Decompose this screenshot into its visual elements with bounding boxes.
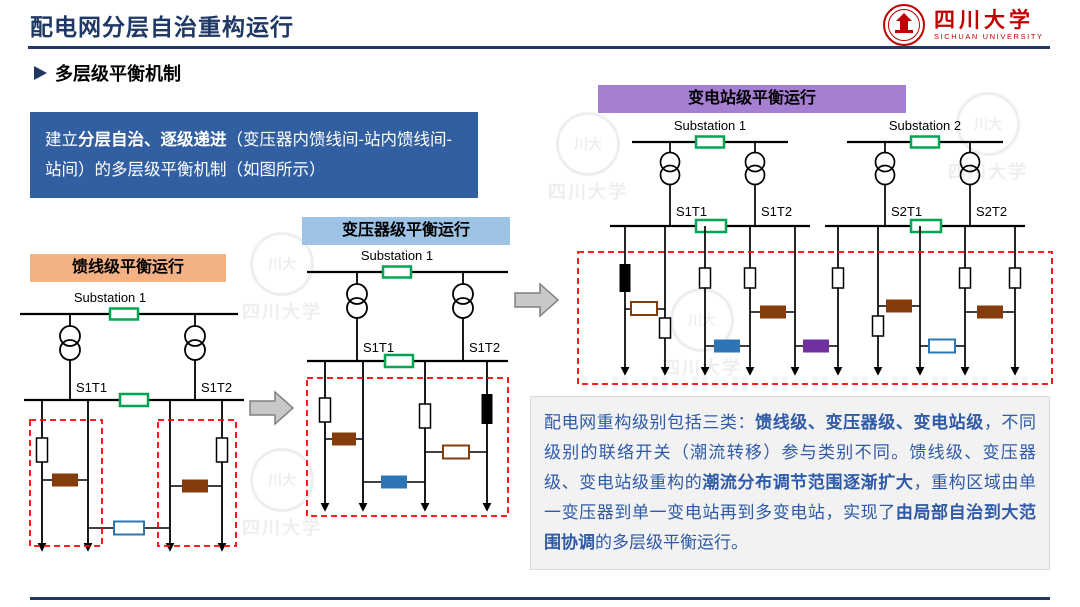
bus-switch-green [381, 265, 413, 279]
transformer-s1t1-label: S1T1 [676, 204, 707, 219]
substation2-label: Substation 2 [889, 118, 961, 133]
transformer-s2t1-icon [874, 142, 896, 226]
section-heading-label: 多层级平衡机制 [55, 64, 181, 84]
tie-switch-brown-open [630, 301, 658, 316]
bus-tie-switch-green [909, 218, 943, 234]
tie-switch-brown [977, 305, 1003, 319]
university-name-en: SICHUAN UNIVERSITY [934, 32, 1044, 42]
mechanism-summary-box: 建立分层自治、逐级递进（变压器内馈线间-站内馈线间-站间）的多层级平衡机制（如图… [30, 112, 478, 198]
university-seal-icon [883, 4, 925, 46]
bus-tie-switch-green [383, 353, 415, 369]
sectionalizer-switch [318, 397, 332, 423]
section-heading: 多层级平衡机制 [34, 60, 181, 86]
sectionalizer-switch [958, 267, 972, 289]
university-name-cn: 四川大学 [934, 7, 1034, 32]
substation-level-header: 变电站级平衡运行 [598, 85, 906, 113]
transformer-s1t1-label: S1T1 [363, 340, 394, 355]
bus-switch-green [909, 135, 941, 149]
tie-switch-brown-open [442, 444, 470, 460]
transformer-s1t2-label: S1T2 [761, 204, 792, 219]
transformer-s1t2-icon [744, 142, 766, 226]
bullet-arrow-icon [34, 66, 47, 80]
tie-switch-blue-open [928, 338, 956, 354]
sectionalizer-switch [1008, 267, 1022, 289]
tie-switch-purple [803, 339, 829, 353]
sectionalizer-switch [658, 317, 672, 339]
progress-arrow-icon [249, 390, 295, 426]
transformer-s2t2-icon [959, 142, 981, 226]
switch-black-closed [481, 394, 493, 424]
reconfiguration-note-box: 配电网重构级别包括三类：馈线级、变压器级、变电站级，不同级别的联络开关（潮流转移… [530, 396, 1050, 570]
switch-black-closed [619, 264, 631, 292]
tie-switch-blue [714, 339, 740, 353]
reconfiguration-region [29, 419, 103, 547]
transformer-s1t2-icon [452, 272, 474, 361]
substation1-label: Substation 1 [74, 290, 146, 305]
tie-switch-brown [760, 305, 786, 319]
footer-divider [30, 597, 1050, 600]
feeders [320, 361, 492, 512]
feeder-level-diagram: Substation 1 S1T1 S1T2 [20, 290, 244, 552]
transformer-s1t1-icon [659, 142, 681, 226]
transformer-s1t1-icon [346, 272, 368, 361]
tie-switch-brown [52, 473, 78, 487]
sectionalizer-switch [698, 267, 712, 289]
tie-switch-brown [886, 299, 912, 313]
university-logo: 四川大学 SICHUAN UNIVERSITY [882, 3, 1044, 47]
transformer-s2t2-label: S2T2 [976, 204, 1007, 219]
progress-arrow-icon [514, 282, 560, 318]
reconfiguration-region [577, 251, 1053, 385]
transformer-s1t2-label: S1T2 [469, 340, 500, 355]
sectionalizer-switch [35, 437, 49, 463]
transformer-level-diagram: Substation 1 S1T1 S1T2 [306, 248, 509, 517]
bus-switch-green [108, 307, 140, 321]
bus-switch-green [694, 135, 726, 149]
reconfiguration-region [157, 419, 237, 547]
transformer-s1t1-icon [59, 314, 81, 400]
substation-level-diagram: Substation 1 Substation 2 S1T1 S1T2 S2 [577, 118, 1053, 385]
tie-switch-blue-open [113, 520, 145, 536]
sectionalizer-switch [215, 437, 229, 463]
substation1-label: Substation 1 [674, 118, 746, 133]
feeder-level-header: 馈线级平衡运行 [30, 254, 226, 282]
sectionalizer-switch [831, 267, 845, 289]
transformer-s1t1-label: S1T1 [76, 380, 107, 395]
substation1-label: Substation 1 [361, 248, 433, 263]
reconfiguration-region [306, 377, 509, 517]
transformer-level-header: 变压器级平衡运行 [302, 217, 510, 245]
transformer-s1t2-label: S1T2 [201, 380, 232, 395]
sectionalizer-switch [418, 403, 432, 429]
sectionalizer-switch [743, 267, 757, 289]
bus-tie-switch-green [118, 392, 150, 408]
sectionalizer-switch [871, 315, 885, 337]
transformer-s2t1-label: S2T1 [891, 204, 922, 219]
tie-switch-blue [381, 475, 407, 489]
tie-switch-brown [332, 432, 356, 446]
tie-switch-brown [182, 479, 208, 493]
page-title: 配电网分层自治重构运行 [30, 14, 294, 40]
transformer-s1t2-icon [184, 314, 206, 400]
bus-tie-switch-green [694, 218, 728, 234]
header-divider [28, 46, 1050, 49]
